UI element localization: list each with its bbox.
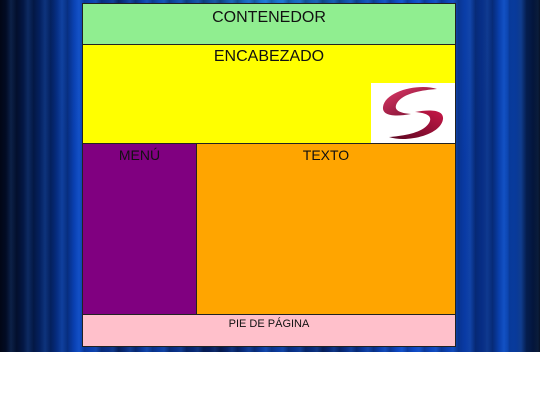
header-label: ENCABEZADO <box>213 48 325 65</box>
layout-container: CONTENEDOR ENCABEZADO MEN <box>82 3 456 347</box>
s-swoosh-logo-icon <box>382 87 444 139</box>
container-label: CONTENEDOR <box>212 9 326 26</box>
text-label: TEXTO <box>302 147 350 163</box>
logo-image <box>371 83 455 143</box>
footer-section: PIE DE PÁGINA <box>83 314 455 346</box>
menu-label: MENÚ <box>118 147 161 163</box>
header-section: ENCABEZADO <box>83 44 455 144</box>
text-section: TEXTO <box>197 144 455 314</box>
menu-section: MENÚ <box>83 144 197 314</box>
footer-label: PIE DE PÁGINA <box>228 318 310 330</box>
